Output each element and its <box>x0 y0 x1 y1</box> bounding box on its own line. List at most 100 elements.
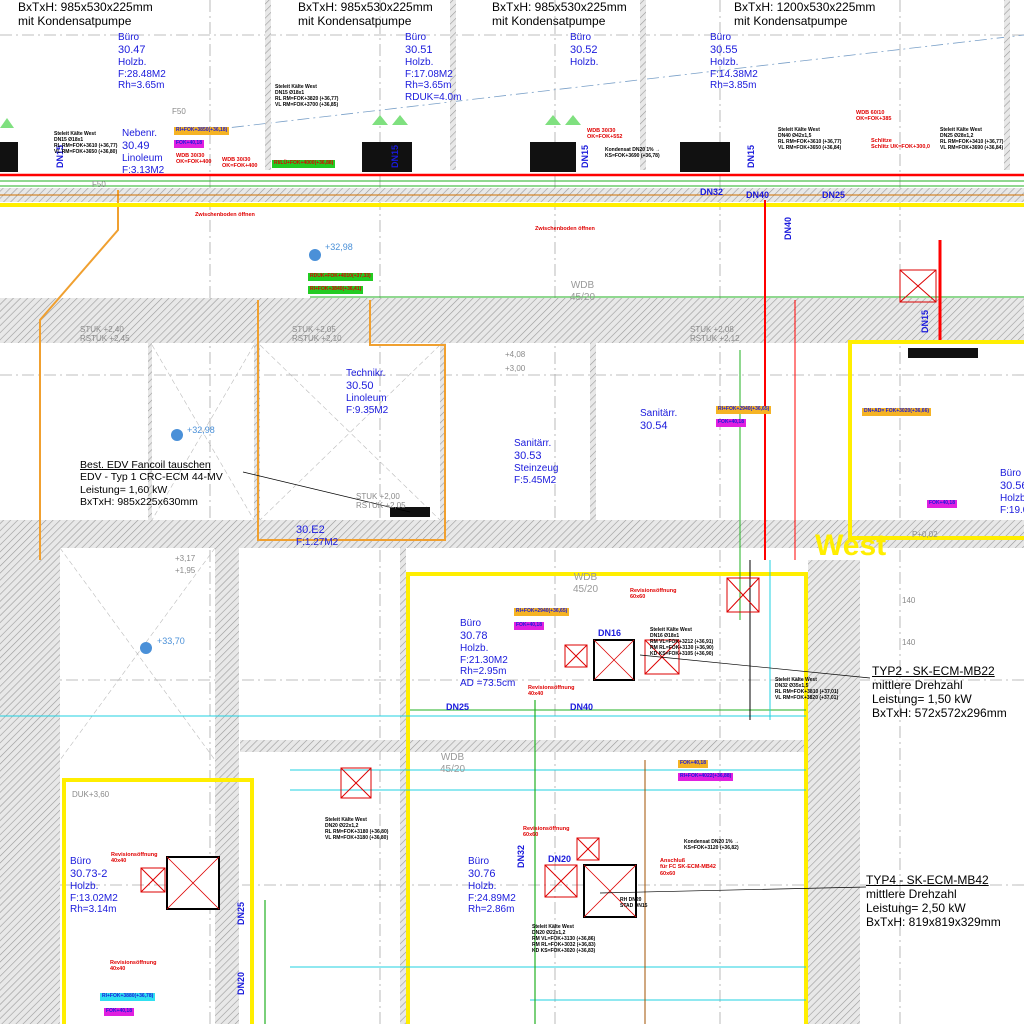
pipe-size-label: DN32 <box>700 187 724 197</box>
pipe-size-label: DN40 <box>746 190 770 200</box>
pipes <box>0 173 1024 1024</box>
note-tag: Zwischenboden öffnen <box>535 226 595 232</box>
note-tag: Zwischenboden öffnen <box>195 212 255 218</box>
height-tag: RI/LÜ+FOK+4000(+36,88) <box>272 160 336 168</box>
height-tag: RI+FOK+3840(+36,41) <box>308 286 364 294</box>
height-tag: RDUK+FOK+4010(+37,33) <box>308 273 373 281</box>
level-label: DUK+3,60 <box>72 790 110 799</box>
pipe-size-label: DN20 <box>236 971 246 995</box>
condensate-tag: Kondensat DN20 1% →KS=FOK+3120 (+36,82) <box>684 839 740 851</box>
pipe-size-label: DN15 <box>580 144 590 168</box>
height-tag: FOK+40,18 <box>716 419 746 427</box>
pipe-size-label: DN25 <box>822 190 846 200</box>
elevation-label: +32,98 <box>325 242 353 252</box>
level-label: +1,95 <box>175 566 196 575</box>
room-outlines <box>0 203 1024 1024</box>
height-tag: FOK+40,18 <box>927 500 957 508</box>
dimension-label: 140 <box>902 596 916 605</box>
elevation-markers <box>140 249 321 654</box>
height-tag: FOK+40,18 <box>514 622 544 630</box>
room-label: Sanitärr.30.54 <box>640 408 678 432</box>
pipe-size-label: DN15 <box>746 144 756 168</box>
fire-rating-label: F50 <box>172 107 186 116</box>
level-label: +3,00 <box>505 364 526 373</box>
pipe-size-label: DN20 <box>548 854 572 864</box>
height-tag: DN+AD= FOK+3020(+36,66) <box>862 408 932 416</box>
dimension-label: 140 <box>902 638 916 647</box>
pipe-size-label: DN40 <box>570 702 594 712</box>
height-tag: RI+FOK+4022(+36,88) <box>678 773 734 781</box>
elevation-label: +33,70 <box>157 636 185 646</box>
height-tag: RI+FOK+3880(+36,78) <box>100 993 156 1001</box>
height-tag: FOK+40,18 <box>678 760 708 768</box>
pipe-size-label: DN15 <box>920 309 930 333</box>
condensate-tag: Kondensat DN20 1% →KS=FOK+3690 (+36,78) <box>605 147 661 159</box>
pipe-size-label: DN40 <box>783 216 793 240</box>
fire-rating-label: F50 <box>92 180 106 189</box>
zone-label: West <box>815 529 887 562</box>
elevation-label: +32,98 <box>187 425 215 435</box>
revision-openings <box>140 269 937 898</box>
orange-traces <box>39 190 446 560</box>
level-label: +3,17 <box>175 554 196 563</box>
level-label: P+0,02 <box>912 530 938 539</box>
fan-coil-units <box>0 115 978 918</box>
pipe-size-label: DN16 <box>598 628 622 638</box>
level-label: +4,08 <box>505 350 526 359</box>
pipe-size-label: DN25 <box>236 901 246 925</box>
leader-lines <box>242 471 871 894</box>
pipe-size-label: DN25 <box>446 702 470 712</box>
pipe-size-label: DN15 <box>390 144 400 168</box>
height-tag: RI+FOK+2940(+36,65) <box>716 406 772 414</box>
height-tag: FOK+40,18 <box>174 140 204 148</box>
